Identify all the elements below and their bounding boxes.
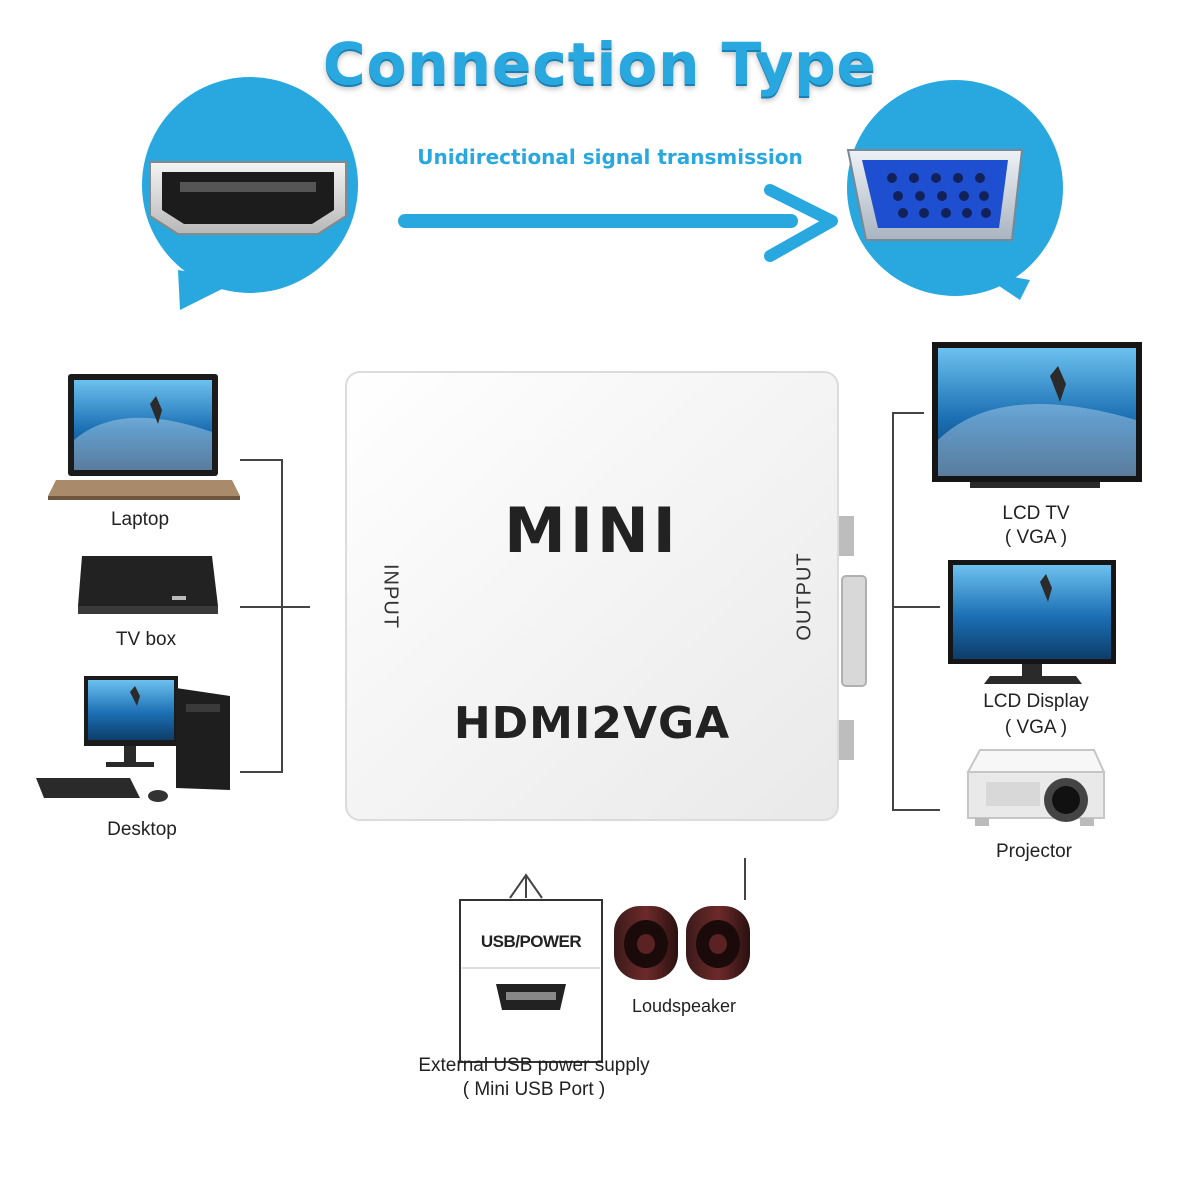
- device-illustrations: [36, 342, 1142, 1063]
- output-sub-lcd-tv: ( VGA ): [1004, 527, 1068, 548]
- output-label-projector: Projector: [995, 841, 1073, 862]
- adapter-brand: MINI: [504, 494, 680, 567]
- adapter-model: HDMI2VGA: [453, 698, 731, 749]
- source-label-laptop: Laptop: [110, 509, 170, 530]
- input-connection-lines: [240, 459, 310, 773]
- lcd-display-icon: [948, 560, 1116, 684]
- loudspeaker-icon: [614, 906, 750, 980]
- signal-arrow: [398, 184, 838, 262]
- output-sub-lcd-display: ( VGA ): [1004, 717, 1068, 738]
- diagram-subtitle: Unidirectional signal transmission: [417, 145, 803, 169]
- loudspeaker-label: Loudspeaker: [631, 996, 737, 1016]
- power-caption-line2: ( Mini USB Port ): [462, 1079, 606, 1100]
- laptop-icon: [48, 374, 240, 500]
- lcd-tv-icon: [932, 342, 1142, 488]
- usb-power-label: USB/POWER: [480, 932, 582, 951]
- projector-icon: [966, 749, 1106, 826]
- source-label-desktop: Desktop: [107, 819, 177, 840]
- diagram-title: Connection Type: [323, 30, 877, 98]
- source-label-tv-box: TV box: [115, 629, 177, 650]
- desktop-icon: [36, 676, 230, 802]
- connection-graphic: [142, 77, 1063, 310]
- output-label: OUTPUT: [793, 552, 816, 641]
- output-connection-lines: [892, 412, 940, 811]
- hdmi-connector-bubble: [142, 77, 358, 310]
- power-caption-line1: External USB power supply: [418, 1055, 650, 1076]
- hdmi2vga-adapter: [345, 371, 867, 821]
- vga-connector-bubble: [846, 80, 1063, 300]
- hdmi-port-icon: [149, 161, 347, 235]
- input-label: INPUT: [379, 564, 402, 629]
- output-label-lcd-tv: LCD TV: [1002, 503, 1070, 524]
- vga-port-icon: [846, 149, 1024, 241]
- power-connection-line: [509, 858, 746, 900]
- usb-power-port: [459, 899, 603, 1063]
- tv-box-icon: [78, 556, 218, 614]
- output-label-lcd-display: LCD Display: [983, 691, 1089, 712]
